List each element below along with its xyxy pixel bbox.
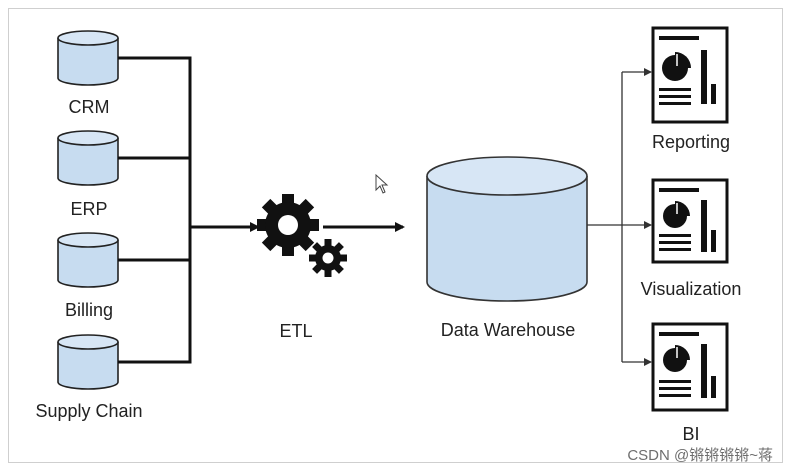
source-connectors	[118, 56, 192, 364]
etl-gears-icon	[257, 194, 347, 277]
erp-label: ERP	[70, 199, 108, 219]
etl-label: ETL	[279, 321, 313, 341]
crm-label: CRM	[68, 97, 110, 117]
crm-database-icon	[57, 30, 119, 86]
supply-chain-database-icon	[57, 334, 119, 390]
billing-database-icon	[57, 232, 119, 288]
billing-label: Billing	[64, 300, 114, 320]
supply-chain-label: Supply Chain	[35, 401, 143, 421]
data-warehouse-label: Data Warehouse	[440, 320, 576, 340]
output-connectors	[587, 72, 623, 362]
bi-label: BI	[682, 424, 700, 444]
bi-document-icon	[651, 322, 729, 412]
visualization-label: Visualization	[640, 279, 742, 299]
mouse-cursor-icon	[375, 173, 389, 194]
watermark-text: CSDN @锵锵锵锵~蒋	[627, 447, 773, 464]
data-warehouse-icon	[426, 156, 588, 302]
erp-database-icon	[57, 130, 119, 186]
reporting-document-icon	[651, 26, 729, 124]
reporting-label: Reporting	[651, 132, 731, 152]
visualization-document-icon	[651, 178, 729, 264]
